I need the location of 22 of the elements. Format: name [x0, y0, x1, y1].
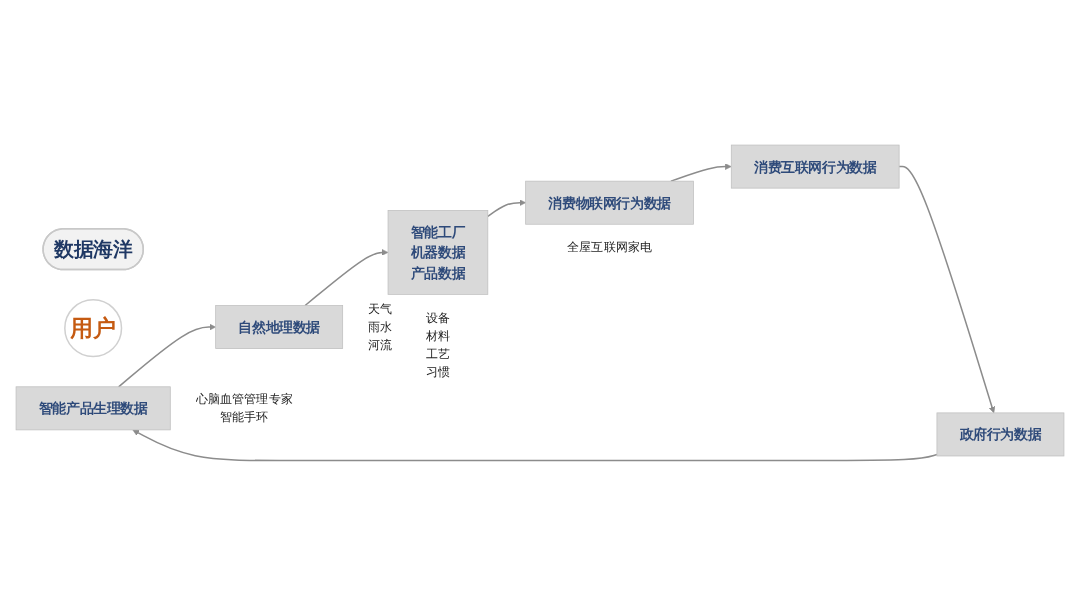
- node-label: 习惯: [425, 364, 451, 379]
- node-label: 智能手环: [220, 409, 269, 424]
- node-label: 心脑血管管理专家: [195, 391, 293, 406]
- node-box: 政府行为数据: [936, 412, 1065, 457]
- node-label: 设备: [425, 309, 451, 325]
- node-box: 消费物联网行为数据: [525, 180, 694, 225]
- arrow: [117, 323, 216, 388]
- arrow: [304, 248, 389, 306]
- node-label: 工艺: [425, 346, 451, 361]
- node-label: 雨水: [368, 319, 393, 334]
- node-label: 全屋互联网家电: [567, 239, 652, 255]
- node-label: 材料: [425, 328, 451, 343]
- node-box: 消费互联网行为数据: [730, 144, 900, 189]
- arrow: [132, 429, 938, 461]
- node-circle: 用户: [64, 298, 123, 358]
- node-box: 自然地理数据: [215, 304, 344, 349]
- node-label: 天气: [368, 301, 393, 316]
- node-box: 智能工厂 机器数据 产品数据: [387, 209, 489, 295]
- node-label: 河流: [368, 337, 393, 352]
- arrow: [487, 199, 526, 217]
- arrow: [898, 165, 996, 413]
- node-box: 智能产品生理数据: [15, 386, 171, 430]
